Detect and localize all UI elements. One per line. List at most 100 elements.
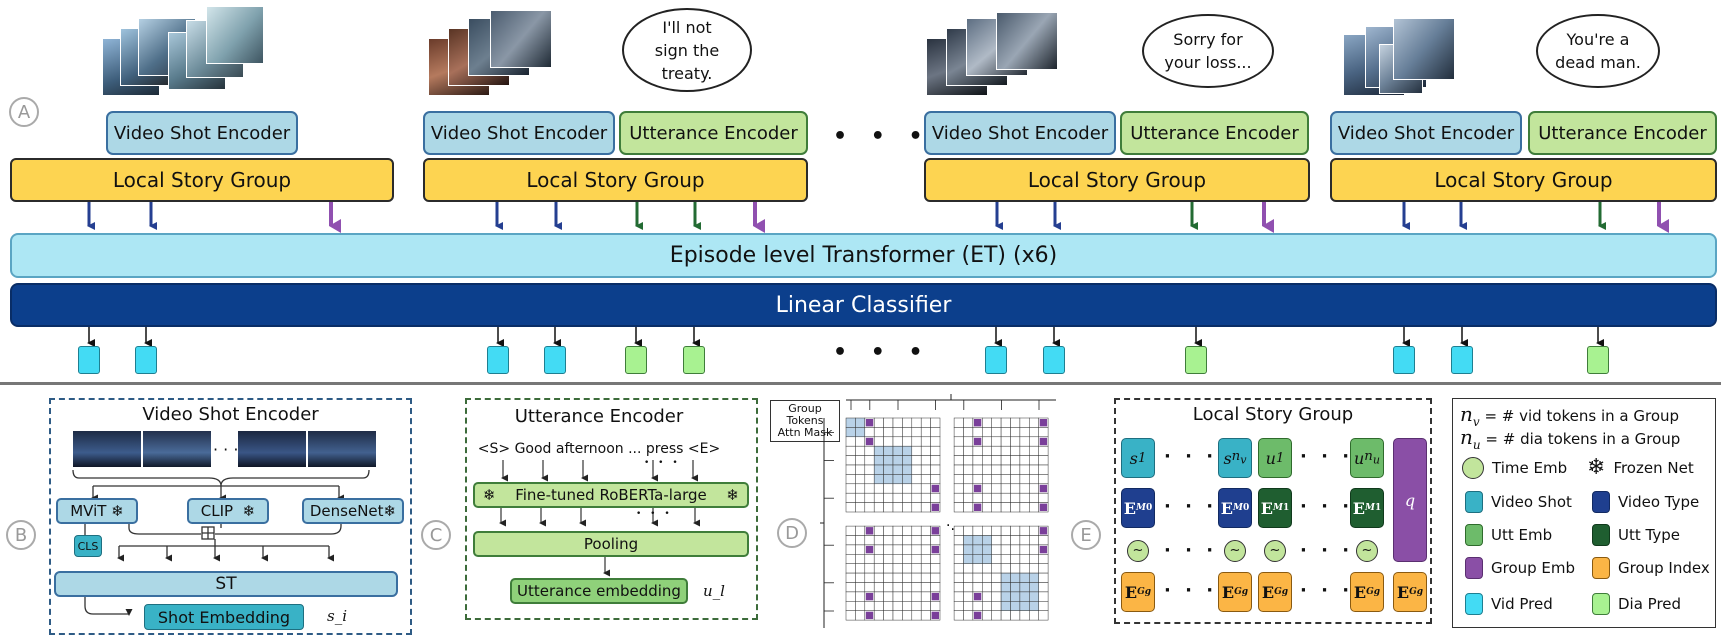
mask-cell xyxy=(1019,554,1030,564)
mask-cell xyxy=(1029,525,1039,536)
mask-cell xyxy=(963,427,974,438)
mask-cell xyxy=(1038,455,1049,466)
mask-cell xyxy=(911,544,922,555)
mask-cell xyxy=(892,525,903,536)
vid-pred-1 xyxy=(78,346,100,374)
mask-cell xyxy=(1029,582,1039,593)
mask-cell xyxy=(864,445,875,456)
vid-pred-7 xyxy=(1393,346,1415,374)
mask-cell xyxy=(883,445,894,456)
diagonal-dots: ·. xyxy=(946,518,955,534)
mask-cell xyxy=(920,535,931,546)
mask-cell xyxy=(864,582,875,593)
snowflake-icon: ❄ xyxy=(1587,455,1606,480)
video-frames-group-2 xyxy=(428,10,563,100)
panel-c-connectors xyxy=(499,460,700,577)
local-story-group-panel xyxy=(1114,398,1432,624)
mask-cell xyxy=(911,492,922,503)
mask-cell xyxy=(911,610,922,621)
mask-cell xyxy=(973,484,982,493)
st-box: ST xyxy=(54,571,398,597)
utterance-encoder-2: Utterance Encoder xyxy=(619,111,808,155)
mask-cell xyxy=(1019,582,1030,593)
mask-cell xyxy=(873,535,884,546)
mask-cell xyxy=(1000,610,1011,621)
mask-cell xyxy=(953,502,964,513)
mask-cell xyxy=(1019,572,1030,583)
mask-cell xyxy=(845,455,856,466)
mask-cell xyxy=(920,464,931,475)
local-story-group-4: Local Story Group xyxy=(1330,158,1717,202)
mask-cell xyxy=(931,545,939,554)
mask-cell xyxy=(911,427,922,438)
legend-group-index: Group Index xyxy=(1592,557,1710,579)
mask-cell xyxy=(845,427,856,438)
mask-cell xyxy=(963,464,974,475)
mask-cell xyxy=(845,492,856,503)
mask-cell xyxy=(1000,535,1011,546)
cls-token: CLS xyxy=(74,535,102,557)
mask-cell xyxy=(1019,502,1030,513)
mask-cell xyxy=(1039,527,1048,535)
mask-cell xyxy=(892,610,903,621)
mask-cell xyxy=(1010,455,1021,466)
shot-frame-4 xyxy=(308,431,376,467)
mask-cell xyxy=(1029,601,1039,611)
mask-cell xyxy=(963,525,974,536)
mask-cell xyxy=(982,554,992,564)
mask-cell xyxy=(902,582,913,593)
mask-cell xyxy=(930,572,941,583)
mask-cell xyxy=(1010,483,1021,494)
mask-cell xyxy=(982,427,992,438)
mask-cell xyxy=(1000,582,1011,593)
mask-cell xyxy=(1038,582,1049,593)
mask-cell xyxy=(991,502,1002,513)
mask-cell xyxy=(982,417,992,428)
mask-cell xyxy=(864,535,875,546)
mask-cell xyxy=(982,436,992,447)
mask-cell xyxy=(865,592,874,601)
mask-cell xyxy=(855,563,866,574)
mask-cell xyxy=(991,483,1002,494)
legend-dia-pred: Dia Pred xyxy=(1592,593,1681,615)
mask-cell xyxy=(972,601,983,611)
mask-cell xyxy=(1019,427,1030,438)
legend-utt-emb: Utt Emb xyxy=(1465,524,1552,546)
mask-cell xyxy=(845,464,856,475)
token-dots: • • • xyxy=(644,458,681,468)
mask-cell xyxy=(930,601,941,611)
mask-cell xyxy=(1029,563,1039,574)
mask-cell xyxy=(845,417,856,428)
shot-frame-2 xyxy=(143,431,211,467)
mask-cell xyxy=(1019,535,1030,546)
mask-cell xyxy=(864,483,875,494)
legend-nv: nv = # vid tokens in a Group xyxy=(1460,402,1680,429)
mask-cell xyxy=(1029,445,1039,456)
panel-label-b: B xyxy=(6,520,36,550)
mask-cell xyxy=(902,427,913,438)
mask-cell xyxy=(892,417,903,428)
mask-cell xyxy=(845,591,856,602)
mask-cell xyxy=(972,535,983,546)
mask-cell xyxy=(953,445,964,456)
mask-cell xyxy=(972,427,983,438)
mask-cell xyxy=(911,601,922,611)
mask-cell xyxy=(855,483,866,494)
mask-cell xyxy=(1029,464,1039,475)
mask-cell xyxy=(892,427,903,438)
mask-cell xyxy=(1029,535,1039,546)
mask-cell xyxy=(1010,582,1021,593)
mask-cell xyxy=(920,445,931,456)
mask-cell xyxy=(855,427,866,438)
mask-cell xyxy=(991,610,1002,621)
mask-cell xyxy=(920,610,931,621)
local-story-group-title: Local Story Group xyxy=(1192,404,1354,425)
mask-cell xyxy=(845,474,856,485)
mask-cell xyxy=(855,474,866,485)
mask-cell xyxy=(1019,544,1030,555)
mask-cell xyxy=(1000,445,1011,456)
mask-cell xyxy=(911,572,922,583)
utterance-encoder-4: Utterance Encoder xyxy=(1528,111,1717,155)
